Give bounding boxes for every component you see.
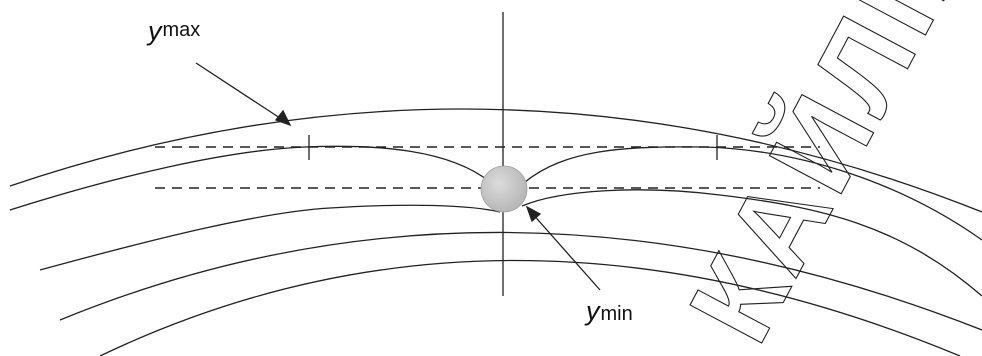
ymax-arrow-head	[274, 109, 292, 127]
watermark-text: КАЙЛІВР	[663, 0, 982, 356]
streamline-lower-deflected	[39, 189, 982, 297]
ymin-symbol: y	[584, 296, 601, 326]
streamline-bottom	[99, 259, 961, 356]
ymax-arrow-line	[195, 62, 287, 123]
sphere	[480, 165, 528, 213]
ymin-subscript: min	[601, 303, 633, 325]
ymin-label: ymin	[584, 296, 633, 326]
arrows	[195, 62, 601, 291]
streamlines	[9, 108, 982, 356]
ymax-subscript: max	[163, 19, 201, 41]
ymax-symbol: y	[146, 16, 163, 46]
ymin-arrow-line	[530, 211, 601, 291]
streamline-top	[9, 108, 982, 213]
ymax-label: ymax	[146, 16, 200, 46]
streamline-middle	[59, 231, 982, 331]
ymin-arrow-head	[525, 205, 542, 223]
